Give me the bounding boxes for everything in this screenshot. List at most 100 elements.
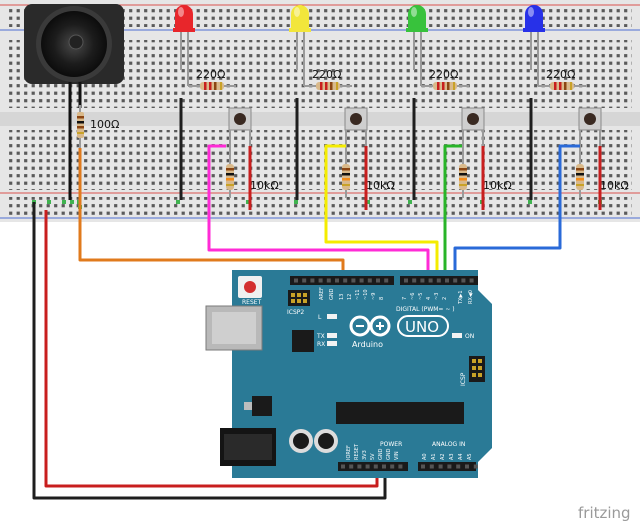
led-resistor: 220Ω bbox=[304, 68, 352, 90]
digital-label: DIGITAL (PWM= ~ ) bbox=[396, 306, 455, 313]
usb-port-inner bbox=[212, 312, 256, 344]
led-tx-label: TX bbox=[316, 333, 325, 340]
led-flange bbox=[406, 28, 428, 32]
pin-label-reset: RESET bbox=[354, 443, 360, 460]
fritzing-watermark: fritzing bbox=[578, 504, 631, 522]
dc-power-jack-inner bbox=[224, 434, 272, 460]
push-button[interactable] bbox=[228, 107, 252, 146]
led bbox=[289, 5, 311, 86]
pulldown-resistor-label: 10kΩ bbox=[366, 179, 395, 192]
channel-1: 220Ω 10kΩ bbox=[173, 5, 279, 210]
pin-label-13: 13 bbox=[339, 294, 345, 300]
pulldown-resistor-label: 10kΩ bbox=[600, 179, 629, 192]
pulldown-resistor-body bbox=[576, 164, 584, 190]
pin-label-vin: VIN bbox=[394, 451, 400, 460]
icsp-label: ICSP bbox=[460, 372, 467, 386]
pin-label-5v: 5V bbox=[370, 453, 376, 460]
pin-label-a5: A5 bbox=[467, 453, 473, 460]
pulldown-resistor-body bbox=[459, 164, 467, 190]
led bbox=[406, 5, 428, 86]
pin-label-aref: AREF bbox=[319, 287, 325, 300]
analog-label: ANALOG IN bbox=[432, 441, 465, 448]
push-button[interactable] bbox=[461, 107, 485, 146]
uno-label: UNO bbox=[405, 318, 439, 336]
pin-label-gnd: GND bbox=[329, 288, 335, 300]
icsp2-header bbox=[288, 290, 310, 306]
bottom-power-rail-holes bbox=[8, 197, 632, 215]
pulldown-resistor: 10kΩ bbox=[576, 146, 629, 198]
power-label: POWER bbox=[380, 441, 402, 448]
pin-label-3v3: 3V3 bbox=[362, 450, 368, 460]
pin-label-a4: A4 bbox=[458, 453, 464, 460]
digital-pin-labels: AREF GND 13 12 ~11 ~10 ~9 8 7 ~6 ~5 4 ~3… bbox=[319, 287, 474, 305]
reset-label: RESET bbox=[242, 299, 262, 306]
pin-label-4: 4 bbox=[426, 297, 432, 300]
speaker-resistor-body bbox=[77, 112, 84, 138]
pin-label-a1: A1 bbox=[431, 453, 437, 460]
pulldown-resistor-body bbox=[342, 164, 350, 190]
top-power-rail-holes bbox=[8, 9, 632, 27]
led-on-label: ON bbox=[465, 333, 474, 340]
pin-label-7: 7 bbox=[402, 297, 408, 300]
channel-4: 220Ω 10kΩ bbox=[523, 5, 629, 210]
pin-label-tx: TX▶1 bbox=[458, 290, 464, 305]
icsp2-label: ICSP2 bbox=[287, 309, 304, 316]
channel-2: 220Ω 10kΩ bbox=[289, 5, 395, 210]
led-resistor-label: 220Ω bbox=[429, 68, 458, 81]
push-button[interactable] bbox=[344, 107, 368, 146]
led-flange bbox=[523, 28, 545, 32]
icsp-header bbox=[469, 356, 485, 382]
push-button[interactable] bbox=[578, 107, 602, 146]
pin-label-6: ~6 bbox=[410, 293, 416, 300]
led-flange bbox=[173, 28, 195, 32]
pin-label-2: 2 bbox=[442, 297, 448, 300]
pin-label-a3: A3 bbox=[449, 453, 455, 460]
yellow-button-wire bbox=[324, 144, 439, 278]
reset-button[interactable] bbox=[244, 281, 256, 293]
led-resistor: 220Ω bbox=[421, 68, 469, 90]
digital-header-high bbox=[290, 276, 394, 285]
led-rx bbox=[327, 341, 337, 346]
button-led-channels: 220Ω 10kΩ 220Ω 10kΩ 220Ω 10kΩ 220Ω 10kΩ bbox=[173, 5, 629, 210]
speaker-resistor-label: 100Ω bbox=[90, 118, 119, 131]
led-flange bbox=[289, 28, 311, 32]
pin-label-rx: RX◀0 bbox=[468, 290, 474, 304]
arduino-uno-board: RESET ICSP2 AREF GND 13 12 ~11 ~10 ~9 8 … bbox=[205, 270, 492, 478]
pin-label-gnd2: GND bbox=[386, 448, 392, 460]
led-l bbox=[327, 314, 337, 319]
speaker bbox=[24, 4, 124, 200]
pin-label-11: ~11 bbox=[355, 289, 361, 300]
pin-label-a0: A0 bbox=[422, 453, 428, 460]
arduino-logo bbox=[349, 315, 391, 337]
pin-label-12: 12 bbox=[347, 294, 353, 300]
atmega-chip bbox=[336, 402, 464, 424]
led-resistor: 220Ω bbox=[188, 68, 236, 90]
pulldown-resistor: 10kΩ bbox=[342, 146, 395, 198]
led bbox=[523, 5, 545, 86]
pin-label-3: ~3 bbox=[434, 293, 440, 300]
pin-label-8: 8 bbox=[379, 297, 385, 300]
uno-badge bbox=[397, 315, 449, 337]
regulator-tab bbox=[244, 402, 252, 410]
usb-chip bbox=[292, 330, 314, 352]
power-pin-labels: IOREF RESET 3V3 5V GND GND VIN A0 A1 A2 … bbox=[346, 443, 473, 460]
channel-3: 220Ω 10kΩ bbox=[406, 5, 512, 210]
pin-label-a2: A2 bbox=[440, 453, 446, 460]
digital-header-pins bbox=[294, 278, 474, 283]
lower-terminal-holes bbox=[8, 130, 632, 190]
led-resistor: 220Ω bbox=[538, 68, 586, 90]
led-body bbox=[525, 5, 543, 30]
pin-label-ioref: IOREF bbox=[346, 445, 352, 460]
arduino-brand-label: Arduino bbox=[352, 340, 383, 349]
pulldown-resistor-label: 10kΩ bbox=[483, 179, 512, 192]
led-body bbox=[408, 5, 426, 30]
pulldown-resistor: 10kΩ bbox=[226, 146, 279, 198]
pin-label-10: ~10 bbox=[363, 289, 369, 300]
analog-header bbox=[418, 462, 476, 471]
pin-label-gnd1: GND bbox=[378, 448, 384, 460]
pin-label-5: ~5 bbox=[418, 293, 424, 300]
pulldown-resistor-label: 10kΩ bbox=[250, 179, 279, 192]
led-l-label: L bbox=[318, 314, 322, 321]
